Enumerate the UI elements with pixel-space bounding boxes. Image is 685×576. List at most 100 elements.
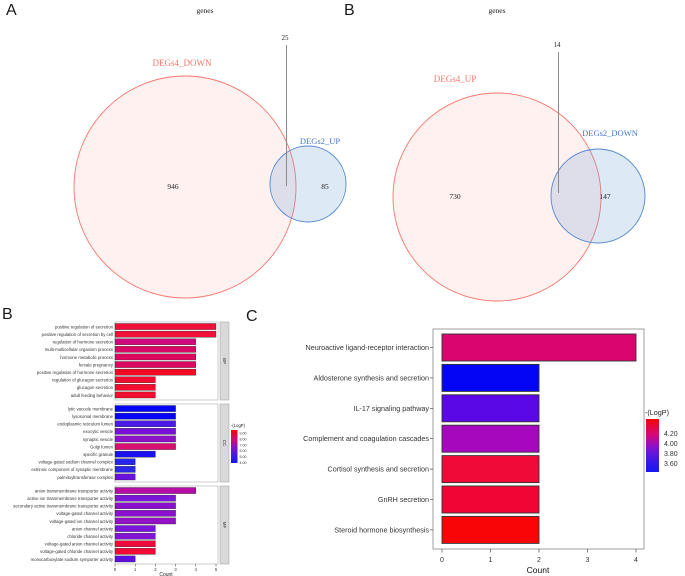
go-term-label: hormone metabolic process (60, 355, 113, 360)
go-bar (114, 458, 136, 465)
go-bar (114, 338, 196, 345)
venn-a-set1-label: DEGs4_DOWN (153, 58, 212, 68)
go-legend-title: -(LogP) (231, 423, 246, 428)
go-bar (114, 391, 156, 399)
panel-b-venn-label: B (344, 2, 355, 19)
go-bar (114, 450, 156, 458)
go-term-label: positive regulation of secretion by cell (42, 332, 113, 337)
go-bar (114, 555, 136, 563)
go-bar (114, 532, 156, 540)
venn-a-set2-count: 85 (321, 182, 329, 191)
go-bar (114, 517, 176, 525)
kegg-x-tick-label: 4 (634, 557, 638, 564)
venn-b-intersection-count: 14 (554, 41, 562, 49)
kegg-legend-tick-label: 3.60 (664, 461, 678, 468)
kegg-bar (441, 485, 540, 514)
go-bar (114, 376, 156, 383)
go-term-label: voltage-gated ion channel activity (49, 519, 113, 524)
kegg-enrichment-chart: Neuroactive ligand-receptor interactionA… (303, 328, 678, 575)
panel-c-label: C (246, 308, 258, 325)
kegg-x-tick-label: 2 (537, 557, 541, 564)
kegg-pathway-label: Complement and coagulation cascades (303, 434, 429, 443)
go-legend-gradient (231, 430, 238, 463)
go-term-label: endoplasmic reticulum lumen (57, 422, 113, 427)
go-bar (114, 420, 176, 427)
go-term-label: monocarboxylate sodium symporter activit… (31, 557, 114, 562)
go-term-label: secondary active transmembrane transport… (13, 504, 114, 509)
go-x-tick-label: 2 (154, 567, 157, 572)
go-bar (114, 412, 176, 420)
kegg-legend-tick-label: 3.80 (664, 451, 678, 458)
go-term-label: extrinsic component of synaptic membrane (31, 467, 113, 472)
go-term-label: multi-multicellular organism process (45, 347, 113, 352)
go-bar (114, 466, 136, 473)
venn-a-degs2-up-circle (269, 145, 347, 223)
go-bar (114, 487, 196, 494)
venn-a-diagram: genes 25 DEGs4_DOWN DEGs2_UP 946 85 (73, 6, 347, 299)
kegg-bar (441, 424, 540, 453)
kegg-legend-title: -(LogP) (645, 408, 669, 417)
go-enrichment-chart: positive regulation of secretion positive… (13, 321, 247, 576)
venn-b-set1-label: DEGs4_UP (434, 74, 477, 84)
venn-b-set1-count: 730 (449, 192, 461, 201)
go-facet-strip-label: BP (222, 358, 227, 364)
go-bar (114, 435, 176, 443)
go-facet-strip (219, 485, 230, 565)
go-term-label: voltage-gated channel activity (56, 511, 113, 516)
go-bar (114, 353, 196, 361)
go-term-label: lytic vacuole membrane (68, 406, 114, 411)
go-facet-strip-label: MF (222, 522, 227, 529)
venn-b-diagram: genes 14 DEGs4_UP DEGs2_DOWN 730 147 (392, 6, 646, 302)
go-term-label: positive regulation of secretion (55, 324, 114, 329)
kegg-pathway-label: Cortisol synthesis and secretion (328, 465, 429, 474)
go-bar (114, 361, 196, 368)
kegg-legend-tick-label: 4.20 (664, 431, 678, 438)
venn-a-intersection-count: 25 (282, 34, 290, 42)
go-facet-strip (219, 321, 230, 401)
go-bar (114, 548, 156, 555)
kegg-pathway-label: Aldosterone synthesis and secretion (314, 373, 429, 382)
panel-a-label: A (6, 2, 17, 19)
go-term-label: active ion transmembrane transporter act… (27, 496, 114, 501)
kegg-bar (441, 333, 637, 362)
venn-b-degs4-up-circle (392, 92, 602, 302)
go-term-label: palmitoyltransferase complex (57, 475, 113, 480)
kegg-pathway-label: GnRH secretion (378, 495, 429, 504)
go-x-axis-title: Count (159, 572, 173, 576)
go-bar (114, 330, 217, 338)
go-bar (114, 494, 176, 502)
go-term-label: female pregnancy (79, 362, 114, 367)
go-x-tick-label: 3 (174, 567, 177, 572)
kegg-x-axis-title: Count (527, 565, 550, 575)
venn-a-set2-label: DEGs2_UP (300, 136, 340, 146)
go-legend-tick-label: 7.00 (240, 443, 247, 447)
go-term-label: regulation of glucagon secretion (52, 378, 114, 383)
go-bar (114, 443, 176, 450)
go-term-label: voltage-gated sodium channel complex (38, 460, 113, 465)
go-bar (114, 346, 196, 353)
go-term-label: synaptic vesicle (83, 437, 114, 442)
venn-b-title: genes (488, 6, 505, 15)
venn-a-degs4-down-circle (73, 75, 297, 299)
go-bar (114, 510, 176, 517)
go-bar (114, 405, 176, 412)
kegg-bar (441, 363, 540, 392)
go-term-label: positive regulation of hormone secretion (37, 370, 114, 375)
venn-a-set1-count: 946 (167, 182, 179, 191)
go-bar (114, 540, 156, 547)
kegg-x-tick-label: 1 (489, 557, 493, 564)
go-bar (114, 323, 217, 330)
go-term-label: voltage-gated chloride channel activity (40, 549, 114, 554)
go-x-tick-label: 1 (134, 567, 137, 572)
go-term-label: chloride channel activity (67, 534, 113, 539)
go-legend-tick-label: 4.00 (240, 461, 247, 465)
go-term-label: glucagon secretion (77, 385, 114, 390)
go-term-label: adult feeding behavior (71, 393, 114, 398)
kegg-pathway-label: IL-17 signaling pathway (353, 404, 429, 413)
kegg-x-tick-label: 3 (586, 557, 590, 564)
venn-a-title: genes (196, 6, 213, 15)
kegg-pathway-label: Neuroactive ligand-receptor interaction (306, 343, 429, 352)
go-term-label: Golgi lumen (90, 444, 114, 449)
go-legend-tick-label: 9.00 (240, 432, 247, 436)
go-term-label: specific granule (83, 452, 113, 457)
